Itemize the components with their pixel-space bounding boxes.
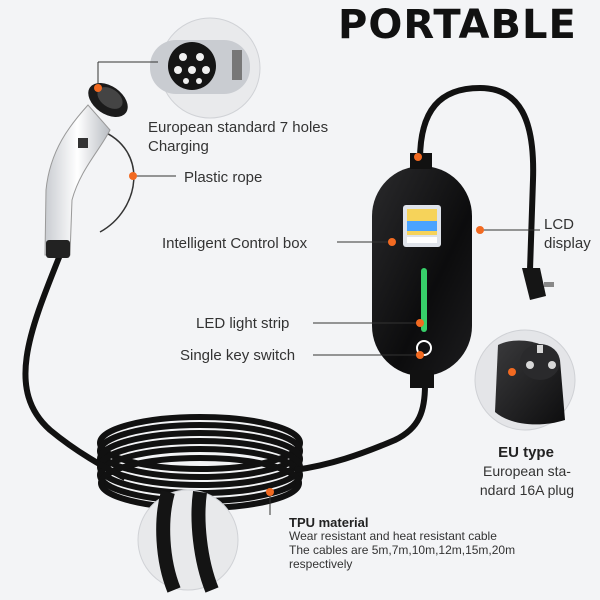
led-strip-label: LED light strip — [196, 315, 290, 332]
cable-to-plug — [417, 84, 537, 271]
tpu-line2: The cables are 5m,7m,10m,12m,15m,20m — [289, 543, 516, 557]
cable-to-handle — [22, 253, 127, 481]
type2-connector-icon — [44, 82, 128, 258]
tpu-line1: Wear resistant and heat resistant cable — [289, 529, 497, 543]
plastic-rope-label: Plastic rope — [184, 169, 263, 186]
page-title: PORTABLE — [338, 2, 577, 48]
eu-plug-icon — [474, 329, 576, 431]
connector-closeup — [150, 17, 261, 119]
cable-closeup — [137, 489, 239, 593]
eu-type-label: EU type — [498, 444, 554, 461]
tpu-heading: TPU material — [289, 515, 369, 530]
tpu-line3: respectively — [289, 557, 353, 571]
key-switch-label: Single key switch — [180, 347, 296, 364]
eu-desc-line2: ndard 16A plug — [479, 482, 575, 498]
accent-dots — [94, 84, 516, 496]
lcd-label-line2: display — [544, 235, 591, 252]
plastic-rope — [99, 129, 135, 233]
small-plug — [522, 268, 554, 300]
cable-to-box — [294, 384, 428, 473]
control-box-label: Intelligent Control box — [162, 235, 308, 252]
connector-label-line2: Charging — [148, 138, 209, 155]
eu-desc-line1: European sta- — [483, 463, 571, 479]
connector-label-line1: European standard 7 holes — [148, 119, 329, 136]
lcd-label-line1: LCD — [544, 216, 575, 233]
